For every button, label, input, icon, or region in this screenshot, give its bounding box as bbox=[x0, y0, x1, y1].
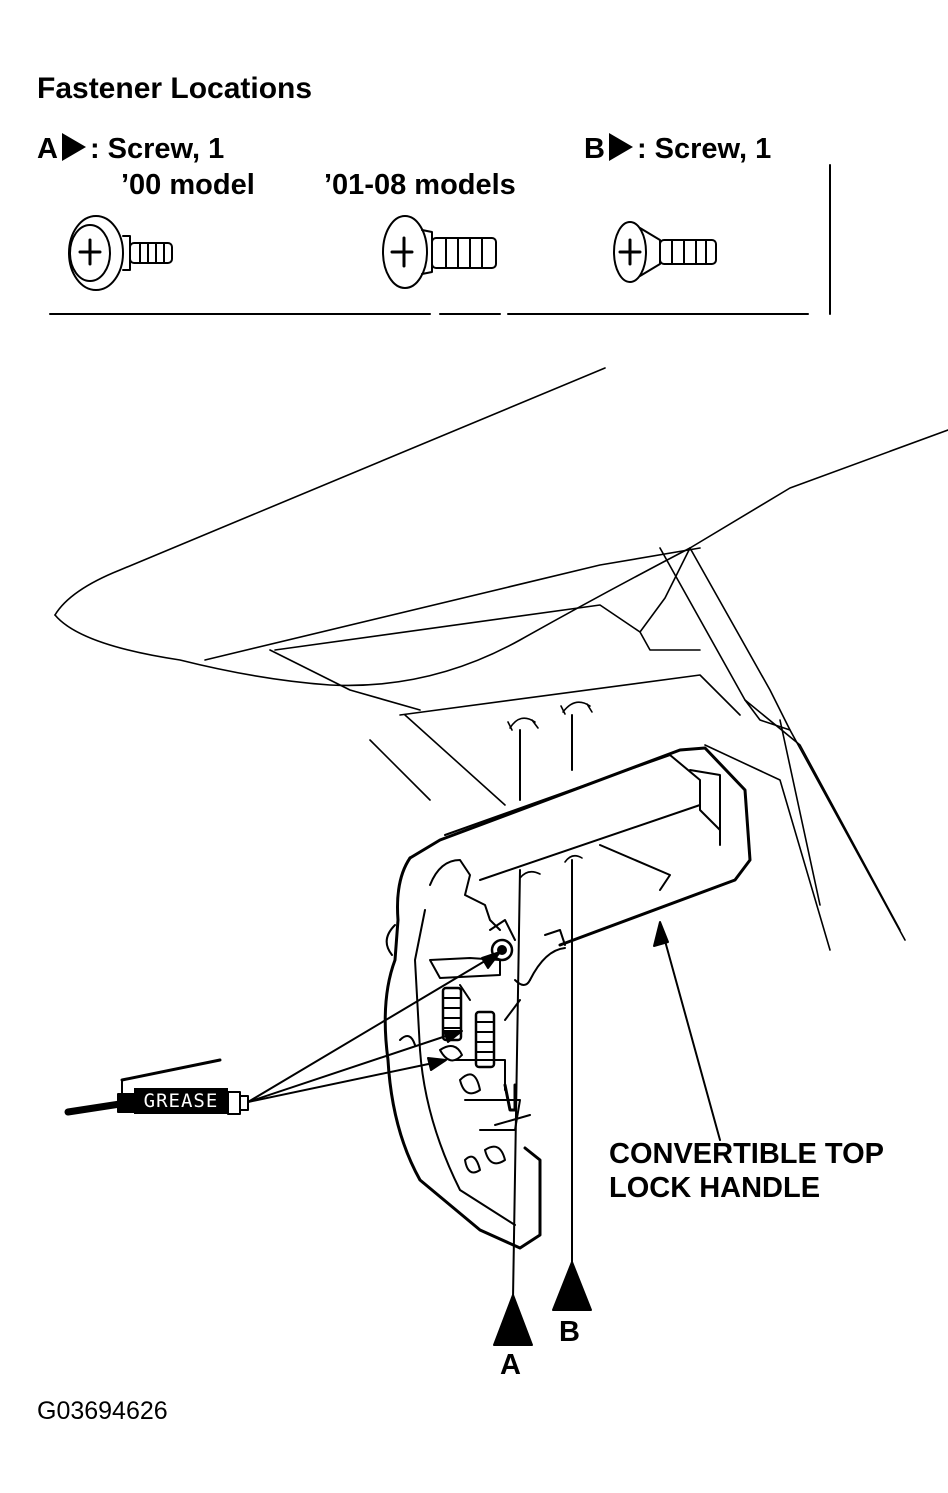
fastener-b-desc: : Screw, 1 bbox=[636, 133, 772, 165]
screw-a-00-model-icon bbox=[68, 215, 173, 291]
grease-arrows bbox=[247, 951, 501, 1103]
screw-a-01-08-model-icon bbox=[382, 215, 497, 289]
figure-id: G03694626 bbox=[37, 1397, 168, 1425]
part-label-line2: LOCK HANDLE bbox=[609, 1172, 821, 1204]
fastener-a-desc: : Screw, 1 bbox=[89, 133, 225, 165]
fastener-a-model-01-08: ’01-08 models bbox=[324, 169, 516, 201]
fastener-a-letter: A bbox=[37, 133, 58, 165]
lock-handle-body bbox=[383, 746, 752, 1250]
vehicle-body-lines bbox=[54, 367, 948, 951]
fastener-b-triangle-icon bbox=[608, 133, 633, 161]
screw-b-icon bbox=[613, 221, 717, 283]
pointer-b-triangle bbox=[552, 1261, 592, 1311]
fastener-a-model-00: ’00 model bbox=[121, 169, 255, 201]
grease-points bbox=[441, 919, 516, 1069]
pointer-a-label: A bbox=[500, 1349, 521, 1381]
pointer-b-label: B bbox=[559, 1316, 580, 1348]
fastener-a-triangle-icon bbox=[61, 133, 86, 161]
fastener-panel-frame bbox=[49, 164, 831, 315]
page-title: Fastener Locations bbox=[37, 72, 313, 105]
fastener-a-row: A : Screw, 1 bbox=[37, 133, 224, 164]
screw-hole-markers bbox=[507, 701, 593, 879]
part-label-line1: CONVERTIBLE TOP bbox=[609, 1138, 884, 1170]
pointer-leaders bbox=[512, 714, 721, 1299]
fastener-b-letter: B bbox=[584, 133, 605, 165]
grease-label: GREASE bbox=[134, 1088, 228, 1114]
pointer-a-triangle bbox=[493, 1294, 533, 1346]
fastener-b-row: B : Screw, 1 bbox=[584, 133, 771, 164]
